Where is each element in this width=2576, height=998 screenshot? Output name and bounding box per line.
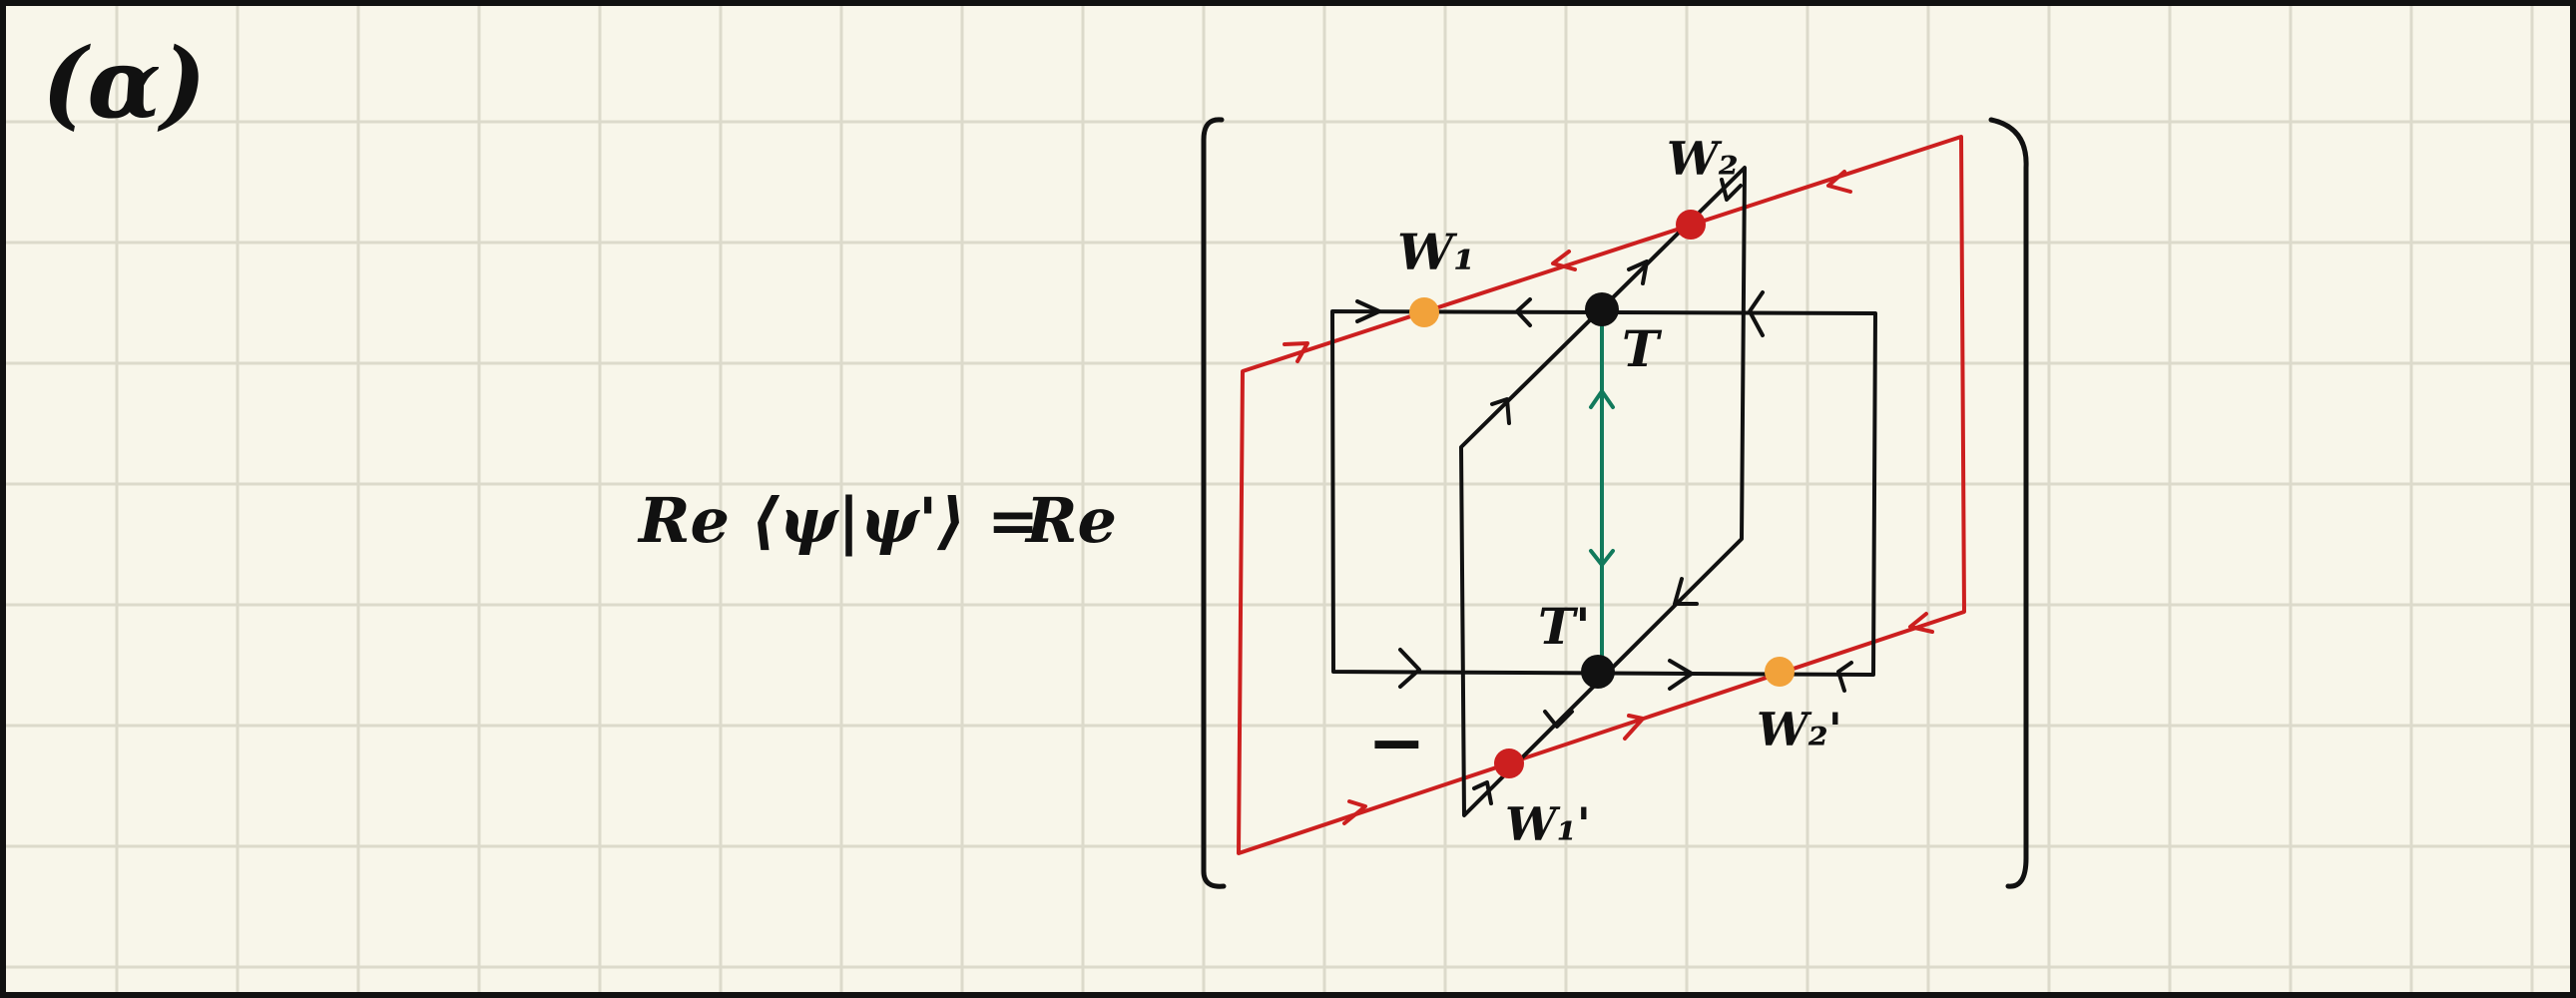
label-W2: W₂	[1667, 132, 1739, 186]
black-sheet	[1330, 290, 1877, 693]
red-sheet	[1237, 135, 1966, 855]
point-W2	[1676, 210, 1706, 240]
black-arrow-top-1	[1355, 299, 1381, 323]
panel-label: (α)	[42, 27, 207, 140]
label-T: T	[1622, 319, 1663, 378]
equation-lhs: Re ⟨ψ|ψ'⟩ =	[637, 484, 1039, 557]
point-W2-prime	[1765, 657, 1795, 687]
black-arrow-bottom-1	[1398, 648, 1421, 689]
vertical-sheet	[1459, 166, 1747, 817]
vertical-arrow-4	[1673, 577, 1699, 606]
green-arrow-up	[1589, 389, 1615, 409]
red-arrow-6	[1908, 612, 1934, 634]
label-W2-prime: W₂'	[1757, 703, 1842, 756]
minus-sign: −	[1367, 701, 1426, 783]
red-arrow-4	[1342, 799, 1367, 825]
point-T	[1585, 292, 1619, 326]
black-arrow-bottom-3	[1836, 661, 1853, 693]
vertical-arrow-1	[1627, 259, 1649, 285]
black-rect-outline	[1330, 309, 1877, 677]
point-W1	[1409, 297, 1439, 327]
black-arrow-top-2	[1515, 297, 1532, 327]
vertical-arrow-2	[1720, 178, 1743, 202]
red-arrow-1	[1283, 341, 1309, 363]
black-arrow-top-3	[1748, 290, 1765, 337]
red-sheet-outline	[1237, 135, 1966, 855]
red-arrow-2	[1551, 250, 1577, 271]
black-arrow-bottom-2	[1668, 659, 1694, 691]
point-T-prime	[1581, 655, 1615, 689]
vertical-arrow-5	[1543, 710, 1574, 729]
vertical-arrow-3	[1490, 397, 1511, 425]
vertical-arrow-6	[1472, 780, 1493, 805]
label-T-prime: T'	[1538, 597, 1591, 656]
red-arrow-5	[1623, 714, 1645, 741]
equation-rhs: Re	[1024, 484, 1117, 557]
vertical-sheet-outline	[1459, 166, 1747, 817]
red-arrow-3	[1826, 170, 1852, 194]
point-W1-prime	[1494, 748, 1524, 778]
right-bracket	[1988, 117, 2029, 889]
left-bracket	[1201, 117, 1227, 889]
green-arrow-down	[1589, 549, 1615, 567]
label-W1-prime: W₁'	[1505, 797, 1591, 851]
green-segment	[1589, 307, 1615, 673]
label-W1: W₁	[1397, 223, 1475, 281]
